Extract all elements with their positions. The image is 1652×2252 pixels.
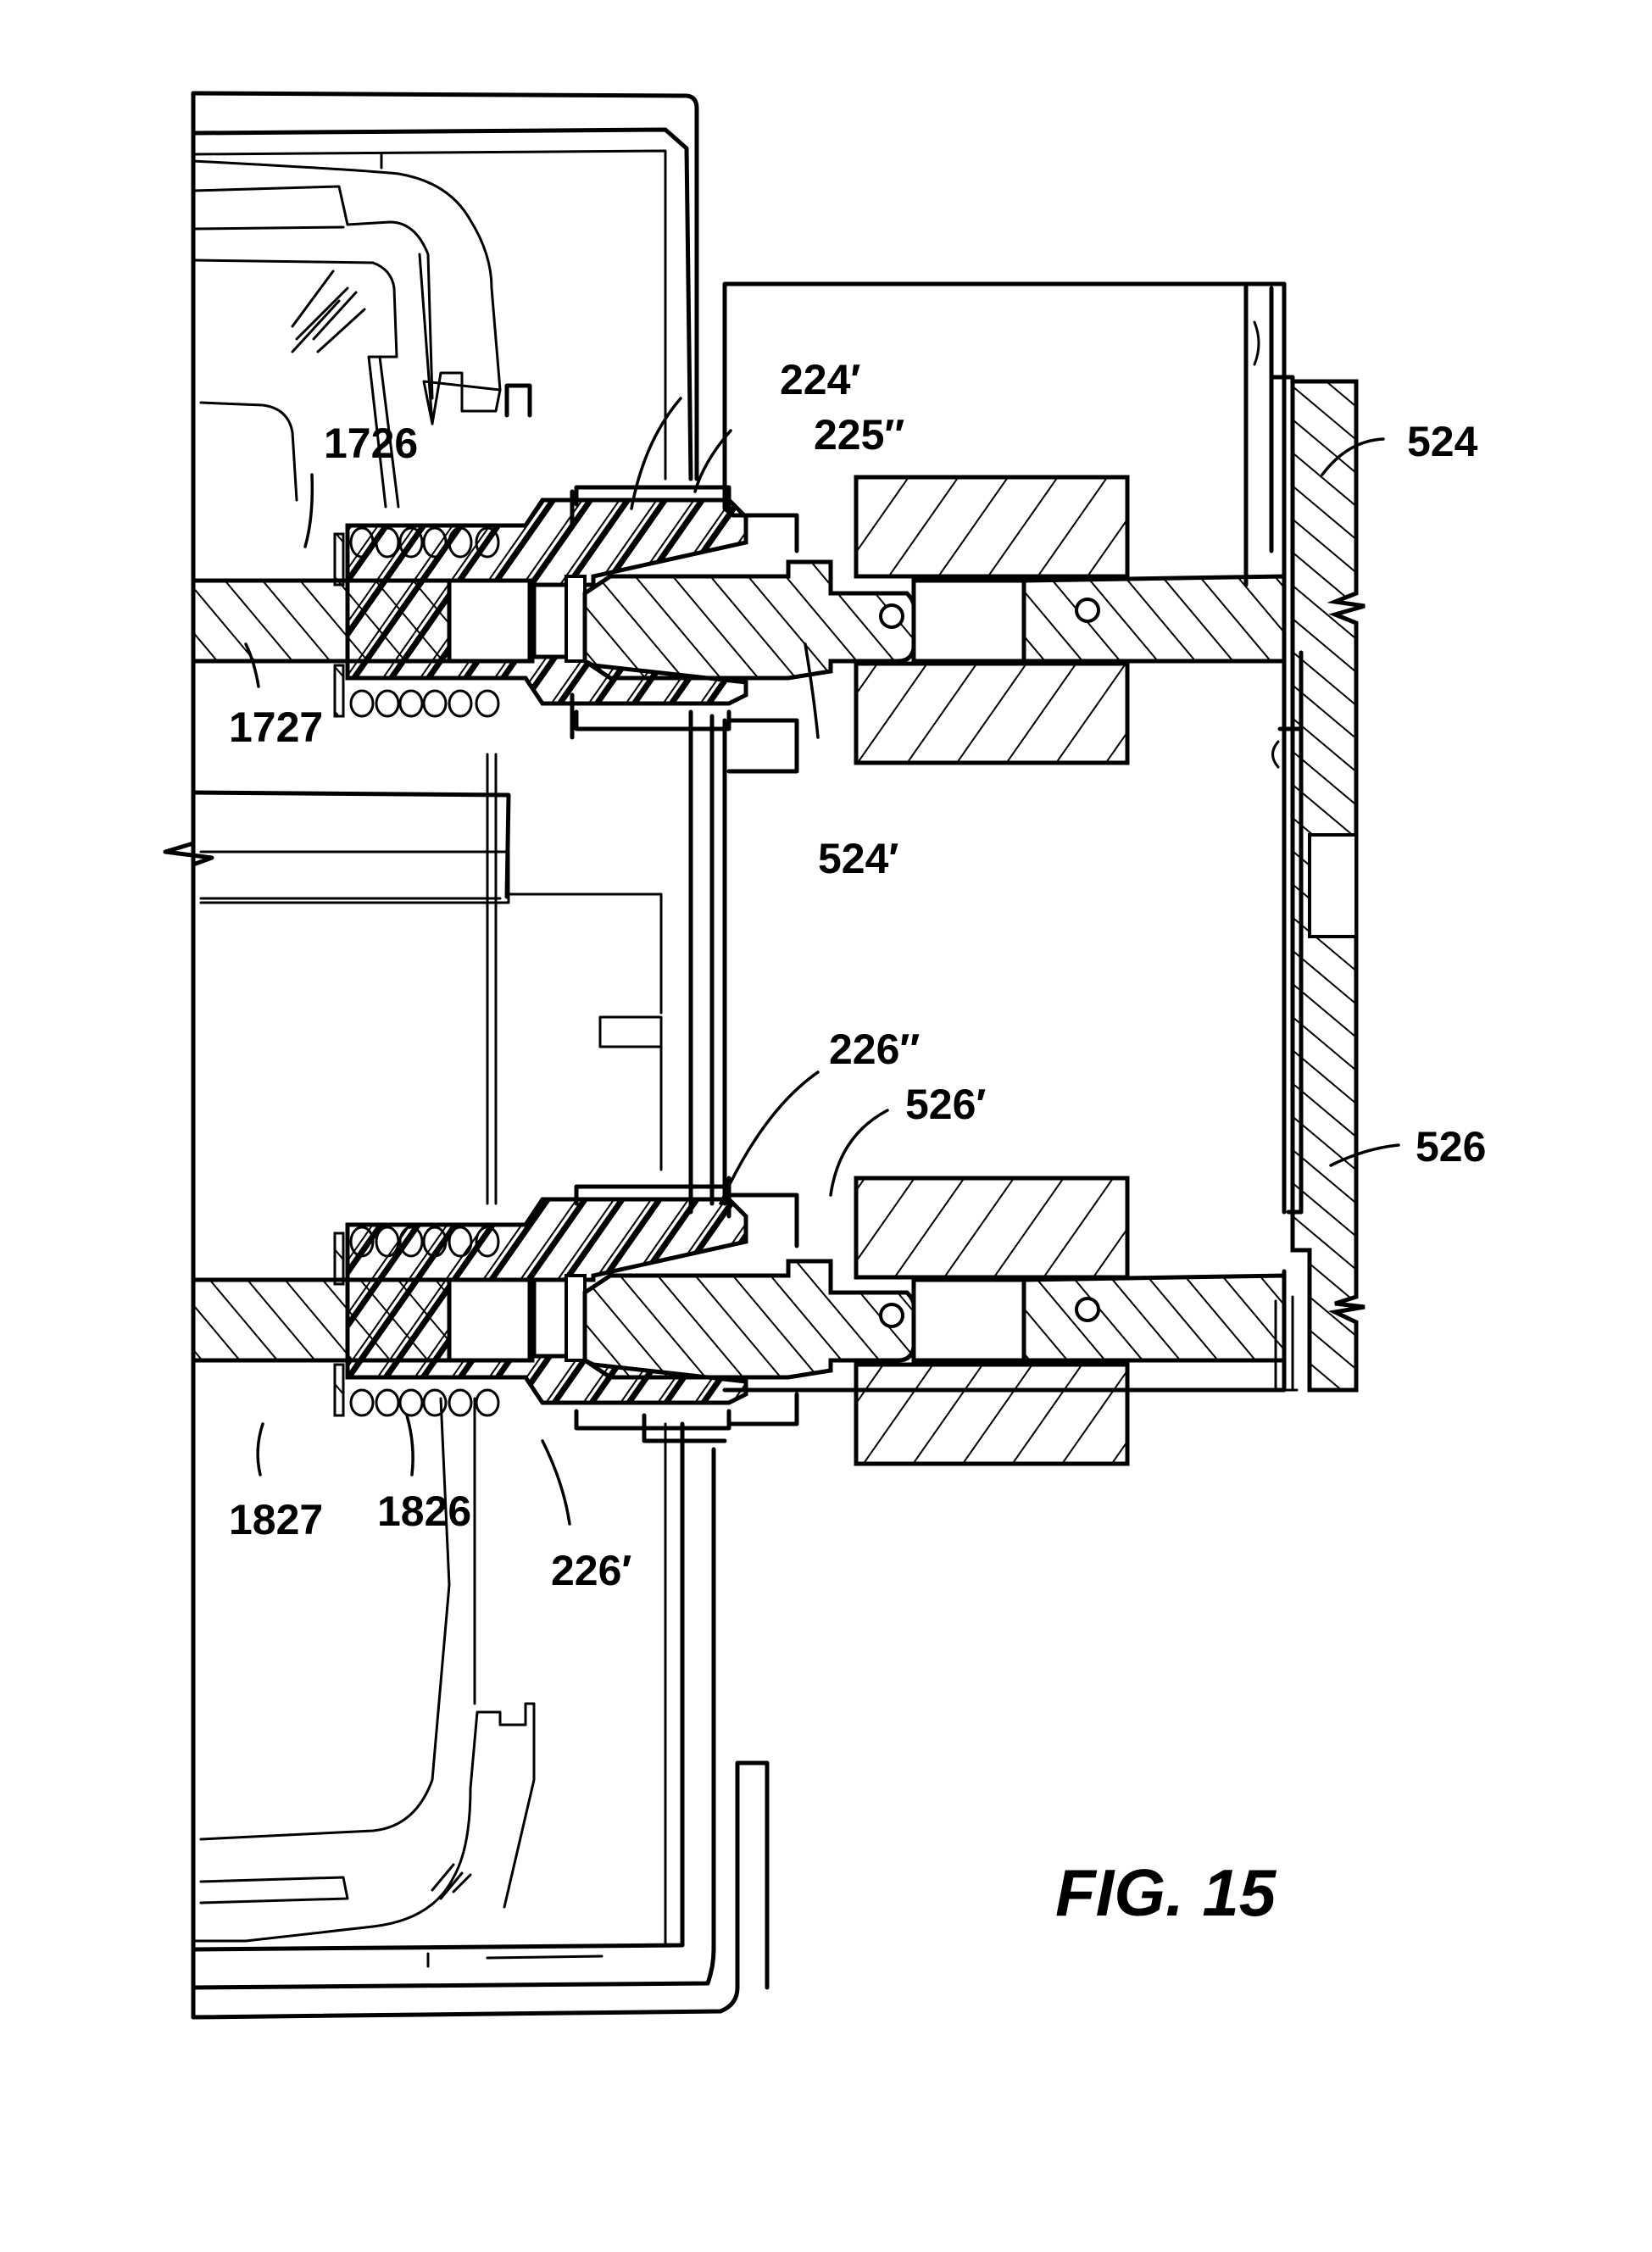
label-1726: 1726 bbox=[324, 420, 418, 467]
lower-shaft-assembly bbox=[193, 1178, 1284, 1464]
label-225-double-prime: 225″ bbox=[814, 411, 904, 459]
label-526-prime: 526′ bbox=[905, 1081, 986, 1128]
label-226-prime: 226′ bbox=[551, 1547, 631, 1594]
label-1727: 1727 bbox=[229, 703, 323, 751]
label-524-prime: 524′ bbox=[818, 835, 898, 882]
label-526: 526 bbox=[1416, 1123, 1486, 1170]
label-226-double-prime: 226″ bbox=[829, 1026, 920, 1073]
figure-caption: FIG. 15 bbox=[1055, 1855, 1277, 1930]
label-224-prime: 224′ bbox=[780, 356, 860, 403]
label-1827: 1827 bbox=[229, 1496, 323, 1543]
label-524: 524 bbox=[1407, 418, 1478, 465]
lower-housing bbox=[193, 1398, 767, 2017]
left-housing bbox=[193, 93, 697, 2017]
label-1826: 1826 bbox=[377, 1487, 471, 1535]
